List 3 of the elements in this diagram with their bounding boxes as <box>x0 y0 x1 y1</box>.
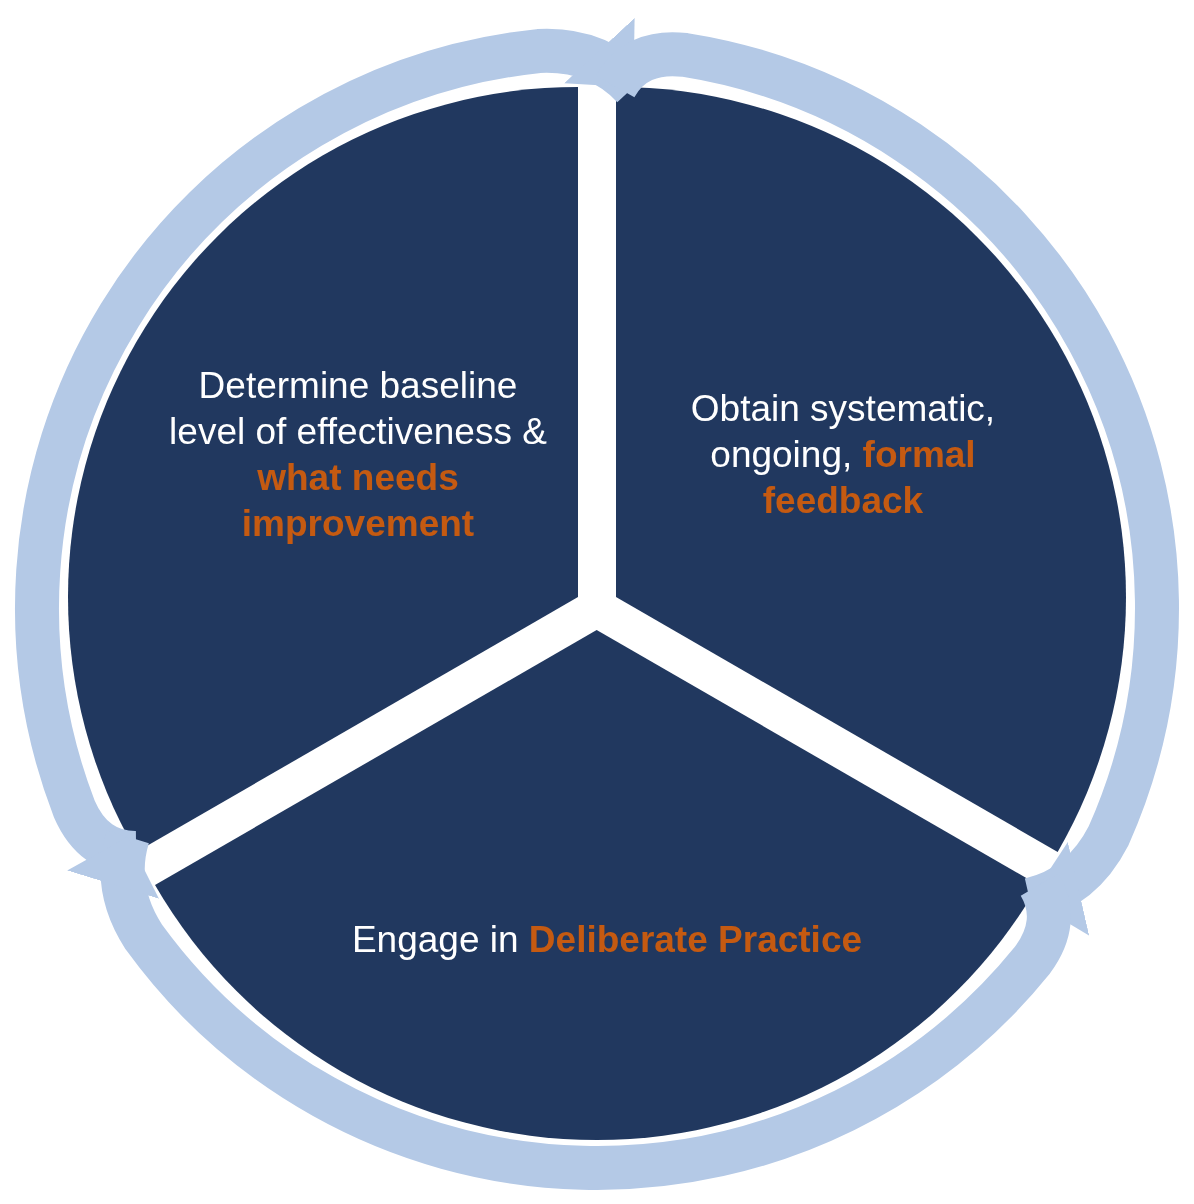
step-text: Determine baseline level of effectiveness & what needs improvement <box>168 363 548 547</box>
step-text: Obtain systematic, ongoing, formal feedback <box>689 386 997 523</box>
step-text: Engage in Deliberate Practice <box>350 918 864 962</box>
